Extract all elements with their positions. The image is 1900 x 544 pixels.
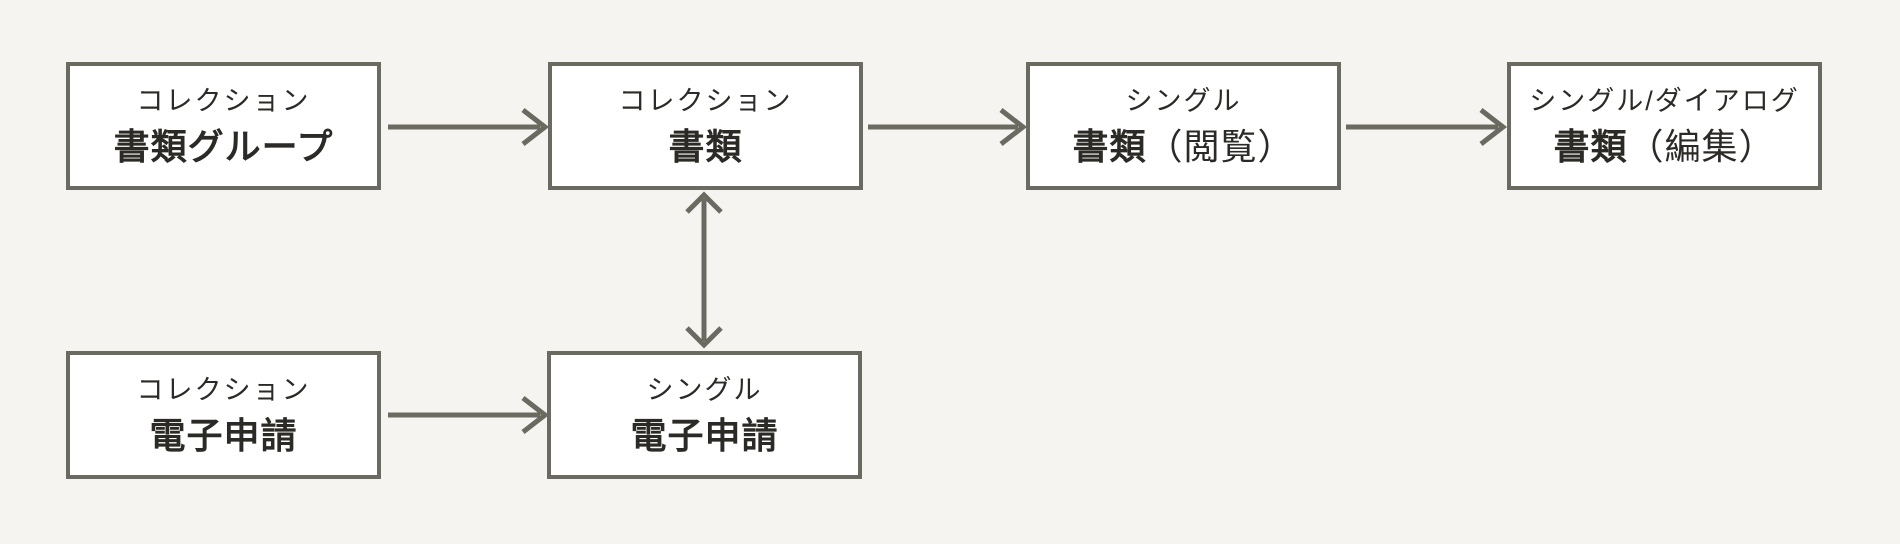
node-name-main: 電子申請 [630, 414, 779, 456]
arrow-document-group-to-documents [388, 108, 550, 146]
node-name-main: 書類グループ [113, 125, 334, 167]
arrow-document-view-to-document-edit [1346, 108, 1508, 146]
node-name-main: 電子申請 [149, 414, 298, 456]
arrow-eapplication-collection-to-single [388, 396, 550, 434]
node-name-label: 書類（閲覧） [1072, 125, 1295, 167]
node-type-label: シングル/ダイアログ [1529, 85, 1800, 116]
arrow-documents-eapplication-two-way [685, 191, 723, 349]
node-document-collection: コレクション 書類 [548, 62, 863, 190]
node-name-main: 書類 [668, 125, 743, 167]
node-name-label: 書類（編集） [1553, 125, 1776, 167]
node-document-edit: シングル/ダイアログ 書類（編集） [1507, 62, 1822, 190]
node-type-label: シングル [1125, 85, 1242, 116]
node-name-label: 電子申請 [149, 414, 298, 456]
node-document-view: シングル 書類（閲覧） [1026, 62, 1341, 190]
node-name-label: 書類 [668, 125, 743, 167]
node-document-group: コレクション 書類グループ [66, 62, 381, 190]
node-type-label: コレクション [618, 85, 793, 116]
node-type-label: シングル [646, 374, 763, 405]
node-eapplication-single: シングル 電子申請 [547, 351, 862, 479]
node-name-suffix: （編集） [1627, 125, 1776, 167]
node-name-main: 書類 [1072, 125, 1147, 167]
arrow-documents-to-document-view [868, 108, 1028, 146]
node-name-main: 書類 [1553, 125, 1628, 167]
node-name-suffix: （閲覧） [1146, 125, 1295, 167]
node-type-label: コレクション [136, 374, 311, 405]
node-eapplication-collection: コレクション 電子申請 [66, 351, 381, 479]
node-name-label: 書類グループ [113, 125, 334, 167]
node-type-label: コレクション [136, 85, 311, 116]
node-name-label: 電子申請 [630, 414, 779, 456]
